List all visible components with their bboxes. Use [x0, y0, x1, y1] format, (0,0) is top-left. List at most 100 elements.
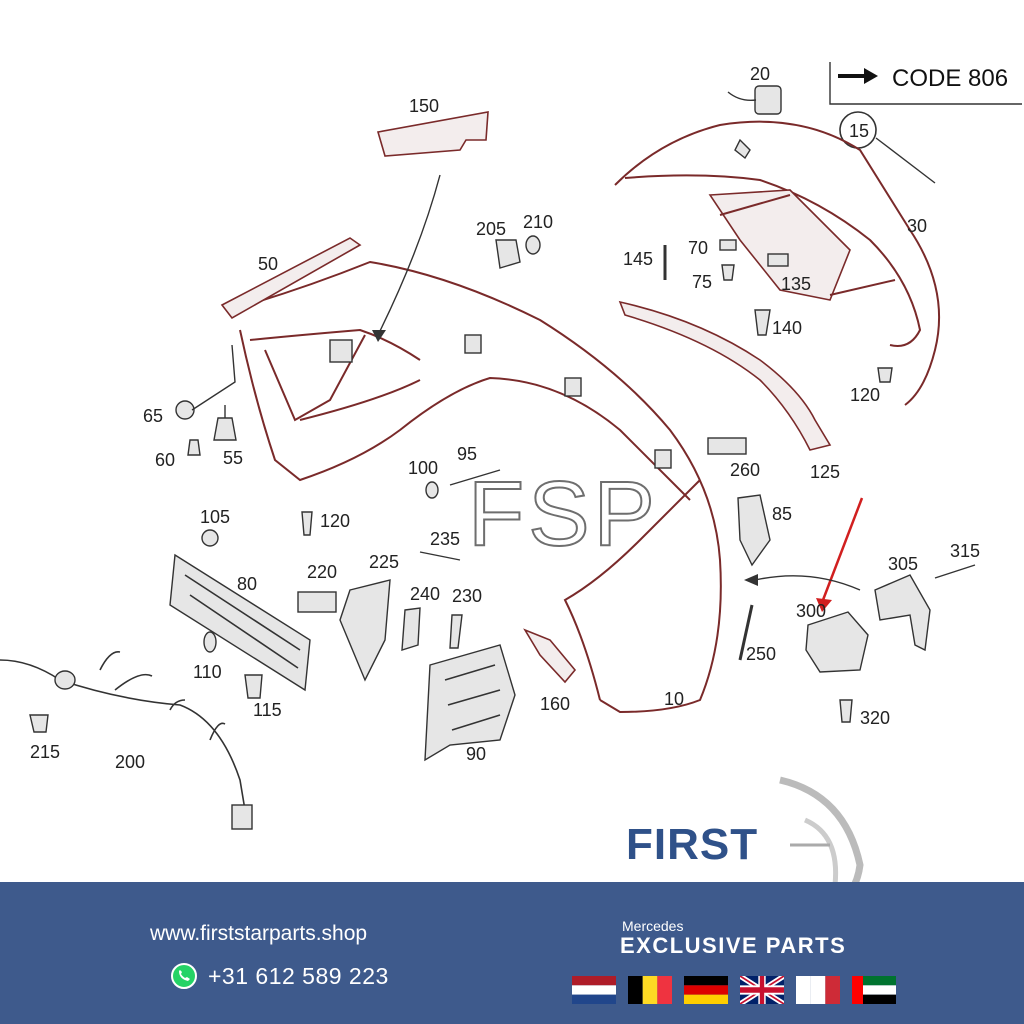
- connector-part-215: [29, 714, 49, 733]
- uk-flag-icon: [740, 976, 784, 1004]
- clip-part-70: [719, 239, 737, 251]
- label-75: 75: [692, 272, 712, 292]
- germany-flag-icon: [684, 976, 728, 1004]
- label-135: 135: [781, 274, 811, 294]
- label-20: 20: [750, 64, 770, 84]
- bolt-part-315: [934, 564, 976, 579]
- highlight-arrow: [821, 497, 864, 601]
- label-205: 205: [476, 219, 506, 239]
- uae-flag-icon: [852, 976, 896, 1004]
- rod-part-250: [738, 604, 754, 661]
- bumper-cover-part-10: [229, 260, 722, 714]
- bracket-part-85: [737, 494, 771, 567]
- clip-part-75: [721, 264, 735, 281]
- label-220: 220: [307, 562, 337, 582]
- brand-subtitle: Mercedes: [622, 918, 684, 934]
- diffuser-part-30: [614, 120, 941, 406]
- code-806-reference: CODE 806: [829, 62, 1022, 105]
- phone-contact[interactable]: +31 612 589 223: [170, 962, 389, 990]
- label-145: 145: [623, 249, 653, 269]
- clip-part-240: [401, 607, 421, 651]
- label-15: 15: [849, 121, 869, 141]
- label-95: 95: [457, 444, 477, 464]
- ring-part-210: [525, 235, 541, 255]
- label-100: 100: [408, 458, 438, 478]
- label-260: 260: [730, 460, 760, 480]
- label-120-left: 120: [320, 511, 350, 531]
- clip-part-110: [203, 631, 217, 653]
- fsp-watermark: FSP: [467, 462, 659, 566]
- label-315: 315: [950, 541, 980, 561]
- housing-part-300: [805, 611, 869, 673]
- label-250: 250: [746, 644, 776, 664]
- label-120-right: 120: [850, 385, 880, 405]
- sensor-part-260: [707, 437, 747, 455]
- bracket-part-90: [424, 644, 516, 762]
- bracket-part-225: [339, 579, 391, 682]
- bracket-part-20: [754, 85, 782, 115]
- clip-part-15: [734, 138, 751, 160]
- label-300: 300: [796, 601, 826, 621]
- pin-part-95: [449, 469, 501, 486]
- label-215: 215: [30, 742, 60, 762]
- fastener-part-60: [187, 439, 201, 456]
- strip-part-160: [523, 628, 577, 684]
- clip-part-105: [201, 529, 219, 547]
- clip-part-205: [495, 239, 521, 269]
- website-link[interactable]: www.firststarparts.shop: [150, 922, 368, 945]
- brand-name: FIRST: [626, 820, 759, 869]
- label-110: 110: [193, 662, 222, 682]
- label-10: 10: [664, 689, 684, 709]
- label-305: 305: [888, 554, 918, 574]
- pad-part-220: [297, 591, 337, 613]
- brand-tagline: EXCLUSIVE PARTS: [620, 933, 847, 958]
- country-flags: [572, 976, 896, 1004]
- part-number-labels: 10 15 20 30 50 55 60 65 70 75 80 85 90 9…: [30, 64, 980, 772]
- label-105: 105: [200, 507, 230, 527]
- screw-part-140: [754, 309, 771, 336]
- label-200: 200: [115, 752, 145, 772]
- label-240: 240: [410, 584, 440, 604]
- label-225: 225: [369, 552, 399, 572]
- phone-number: +31 612 589 223: [208, 962, 389, 989]
- label-65: 65: [143, 406, 163, 426]
- label-50: 50: [258, 254, 278, 274]
- bracket-part-305: [874, 574, 931, 652]
- label-115: 115: [253, 700, 282, 720]
- clip-part-230: [449, 614, 463, 649]
- parts-diagram: CODE 806: [0, 62, 1022, 830]
- label-60: 60: [155, 450, 175, 470]
- label-320: 320: [860, 708, 890, 728]
- italy-flag-icon: [796, 976, 840, 1004]
- fastener-part-65: [175, 400, 195, 420]
- pad-part-150: [376, 111, 489, 157]
- fastener-part-120-right: [877, 367, 893, 383]
- label-150: 150: [409, 96, 439, 116]
- belgium-flag-icon: [628, 976, 672, 1004]
- label-90: 90: [466, 744, 486, 764]
- screw-part-120-left: [301, 511, 313, 536]
- wiring-harness-part-200: [0, 651, 253, 830]
- label-70: 70: [688, 238, 708, 258]
- washer-part-100: [425, 481, 439, 499]
- label-125: 125: [810, 462, 840, 482]
- label-210: 210: [523, 212, 553, 232]
- nut-part-135: [767, 253, 789, 267]
- whatsapp-icon: [171, 963, 197, 989]
- label-230: 230: [452, 586, 482, 606]
- label-30: 30: [907, 216, 927, 236]
- screw-part-320: [839, 699, 853, 723]
- label-55: 55: [223, 448, 243, 468]
- label-235: 235: [430, 529, 460, 549]
- code-label: CODE 806: [892, 65, 1008, 92]
- label-80: 80: [237, 574, 257, 594]
- clip-part-55: [213, 417, 237, 441]
- label-140: 140: [772, 318, 802, 338]
- clip-part-115: [244, 674, 263, 699]
- label-160: 160: [540, 694, 570, 714]
- strip-part-50: [220, 237, 362, 320]
- trim-strip-part-125: [618, 300, 832, 451]
- pin-part-235: [419, 551, 461, 561]
- netherlands-flag-icon: [572, 976, 616, 1004]
- label-85: 85: [772, 504, 792, 524]
